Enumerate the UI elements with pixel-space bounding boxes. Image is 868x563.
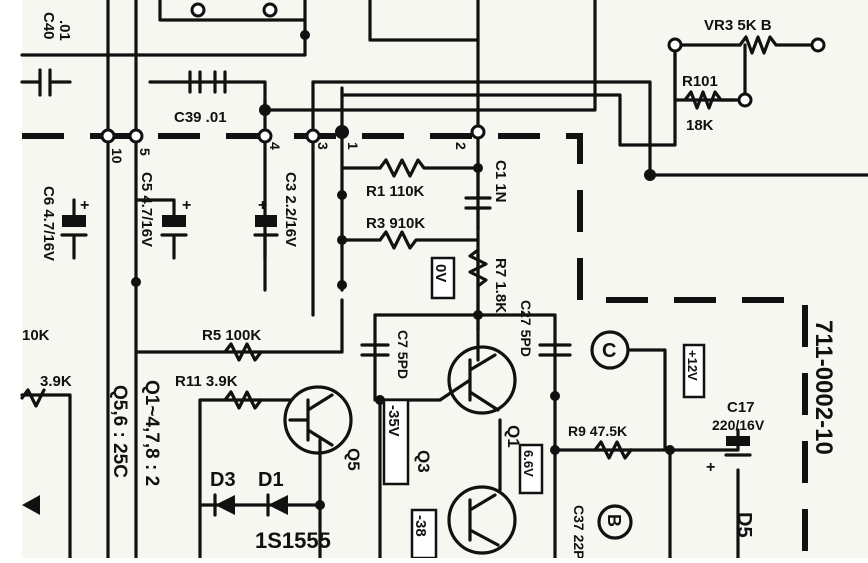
label-c17-val: 220/16V <box>712 417 765 433</box>
resistor-left <box>20 388 46 408</box>
label-q5: Q5 <box>344 448 363 471</box>
label-c3-plus: + <box>258 197 267 214</box>
label-c3: C3 2.2/16V <box>282 172 299 247</box>
terminal-b <box>597 504 633 540</box>
resistor-vr3 <box>738 35 812 55</box>
label-c27: C27 5PD <box>518 300 534 357</box>
capacitor-c7 <box>360 343 390 357</box>
label-35v: -35V <box>385 405 402 437</box>
label-c17: C17 <box>727 399 755 416</box>
transistor-q5 <box>283 385 353 455</box>
label-c6: C6 4.7/16V <box>40 186 57 261</box>
diode-d1 <box>266 493 288 517</box>
label-c6-plus: + <box>80 197 89 214</box>
label-terminal-c: C <box>602 340 616 362</box>
connector-pins <box>100 2 826 144</box>
resistor-r1 <box>378 158 442 178</box>
label-c17-plus: + <box>706 459 715 476</box>
terminal-c <box>590 330 630 370</box>
label-d5: D5 <box>733 512 755 538</box>
label-q3: Q3 <box>414 450 433 473</box>
label-c40-val: .01 <box>56 20 73 41</box>
label-part-number: 711-0002-10 <box>810 320 837 455</box>
label-d1: D1 <box>258 469 284 491</box>
label-q56: Q5,6 : 25C <box>109 385 130 478</box>
label-r101-val: 18K <box>686 117 714 134</box>
label-12v: +12V <box>685 350 700 381</box>
wire-c17 <box>668 428 740 560</box>
label-r-left: 3.9K <box>40 373 72 390</box>
wire-r5 <box>134 298 344 354</box>
wire-top-d <box>340 43 677 147</box>
label-c5: C5 4.7/16V <box>138 172 155 247</box>
label-terminal-b: B <box>604 514 624 527</box>
left-margin <box>0 0 22 558</box>
label-38v: -38 <box>412 515 429 537</box>
label-q1-list: Q1~4,7,8 : 2 <box>141 380 162 486</box>
module-boundary <box>22 133 808 560</box>
resistor-r7 <box>468 248 488 288</box>
transistor-q3 <box>438 345 517 415</box>
capacitor-c17 <box>724 436 752 457</box>
label-pin-1: 1 <box>345 142 361 150</box>
resistor-r11 <box>223 390 263 410</box>
label-c39: C39 .01 <box>174 109 227 126</box>
label-c7: C7 5PD <box>395 330 411 379</box>
label-vr3: VR3 5K B <box>704 17 772 34</box>
diode-left <box>22 495 40 515</box>
label-q1: Q1 <box>504 425 523 448</box>
wire-c7 <box>373 313 480 332</box>
label-d3: D3 <box>210 469 236 491</box>
resistor-r3 <box>378 230 432 250</box>
label-dv: 0V <box>432 264 449 282</box>
label-r101: R101 <box>682 73 718 90</box>
label-1s1555: 1S1555 <box>255 528 331 553</box>
label-6v6: 6.6V <box>521 450 536 477</box>
label-pin-10: 10 <box>109 148 125 164</box>
label-pin-5: 5 <box>137 148 153 156</box>
junction-dots <box>131 30 675 510</box>
capacitor-c3 <box>253 215 279 260</box>
label-r-edge: 10K <box>22 327 50 344</box>
label-r9: R9 47.5K <box>568 423 627 439</box>
wire-left-r <box>20 393 72 560</box>
label-pin-4: 4 <box>267 142 283 150</box>
label-r7: R7 1.8K <box>492 258 509 313</box>
resistor-r101 <box>683 90 737 110</box>
wire-termC <box>628 348 667 452</box>
wire-r101-run <box>311 80 868 177</box>
resistor-r9 <box>593 440 633 460</box>
label-pin-3: 3 <box>315 142 331 150</box>
capacitor-c40 <box>38 68 72 97</box>
label-r5: R5 100K <box>202 327 261 344</box>
label-c37: C37 22P <box>571 505 587 558</box>
wire-top-a <box>158 0 307 22</box>
capacitor-c5 <box>134 198 188 260</box>
resistor-zigzags <box>20 35 812 460</box>
resistor-r5 <box>223 342 263 362</box>
wire-top-c <box>368 0 480 42</box>
label-c5-plus: + <box>182 197 191 214</box>
capacitor-c27 <box>538 343 572 357</box>
label-r1: R1 110K <box>366 183 425 200</box>
transistor-bottom <box>447 485 517 555</box>
wire-r101 <box>673 43 747 102</box>
capacitor-c1 <box>464 166 492 232</box>
wire-c27 <box>476 313 557 560</box>
label-c1: C1 1N <box>492 160 509 203</box>
voltage-boxes <box>382 256 706 560</box>
label-r3: R3 910K <box>366 215 425 232</box>
label-r11: R11 3.9K <box>175 373 238 390</box>
label-c40: C40 <box>40 12 57 40</box>
label-pin-2: 2 <box>453 142 469 150</box>
capacitor-c39 <box>188 70 227 94</box>
capacitor-c6 <box>60 198 88 260</box>
diode-d3 <box>213 493 235 517</box>
wire-r11 <box>198 398 292 560</box>
